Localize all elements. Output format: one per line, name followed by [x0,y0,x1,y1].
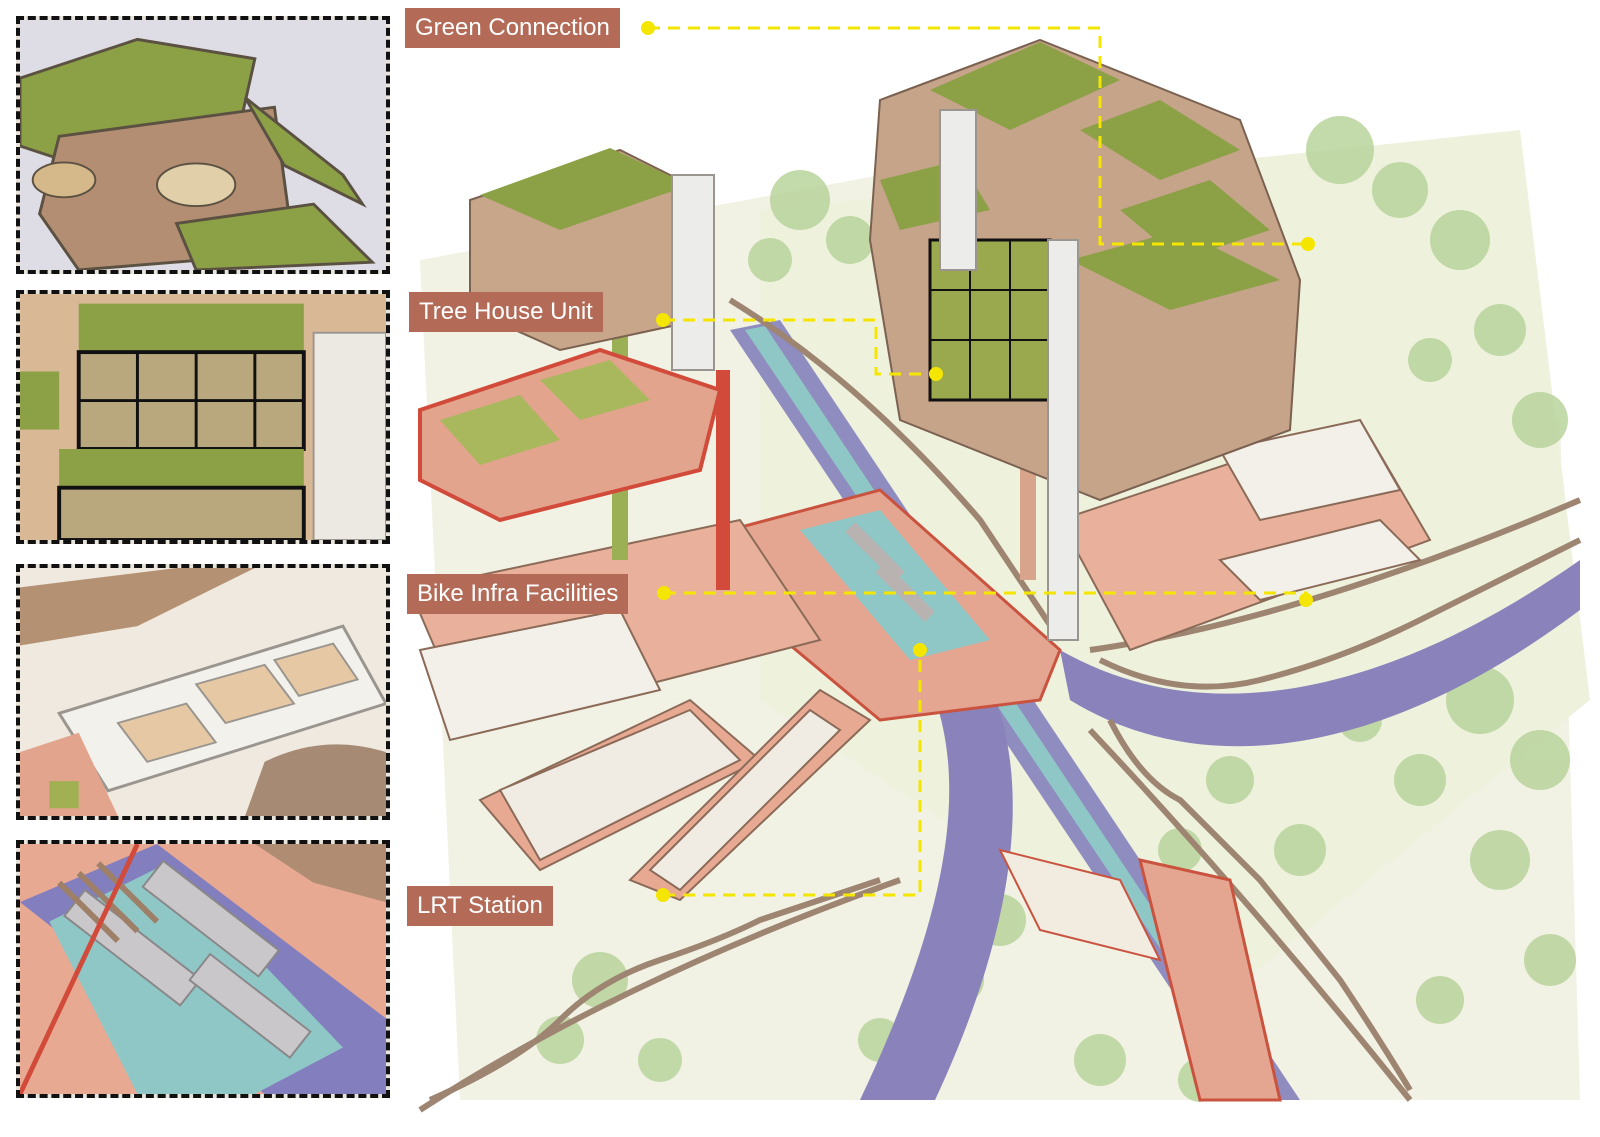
tree-house-unit-detail-illustration [20,294,386,540]
lrt-station-label: LRT Station [407,886,553,926]
green-roof-detail-illustration [20,20,386,270]
detail-panel-tree-house-unit [16,290,390,544]
detail-panel-green-roof [16,16,390,274]
green-connection-label: Green Connection [405,8,620,48]
detail-panel-lrt-station [16,840,390,1098]
detail-panel-bike-facility [16,564,390,820]
lrt-station-detail-illustration [20,844,386,1094]
bike-facility-detail-illustration [20,568,386,816]
left-tower [418,148,730,590]
tree-house-unit-label: Tree House Unit [409,292,603,332]
bike-infra-facilities-label: Bike Infra Facilities [407,574,629,614]
